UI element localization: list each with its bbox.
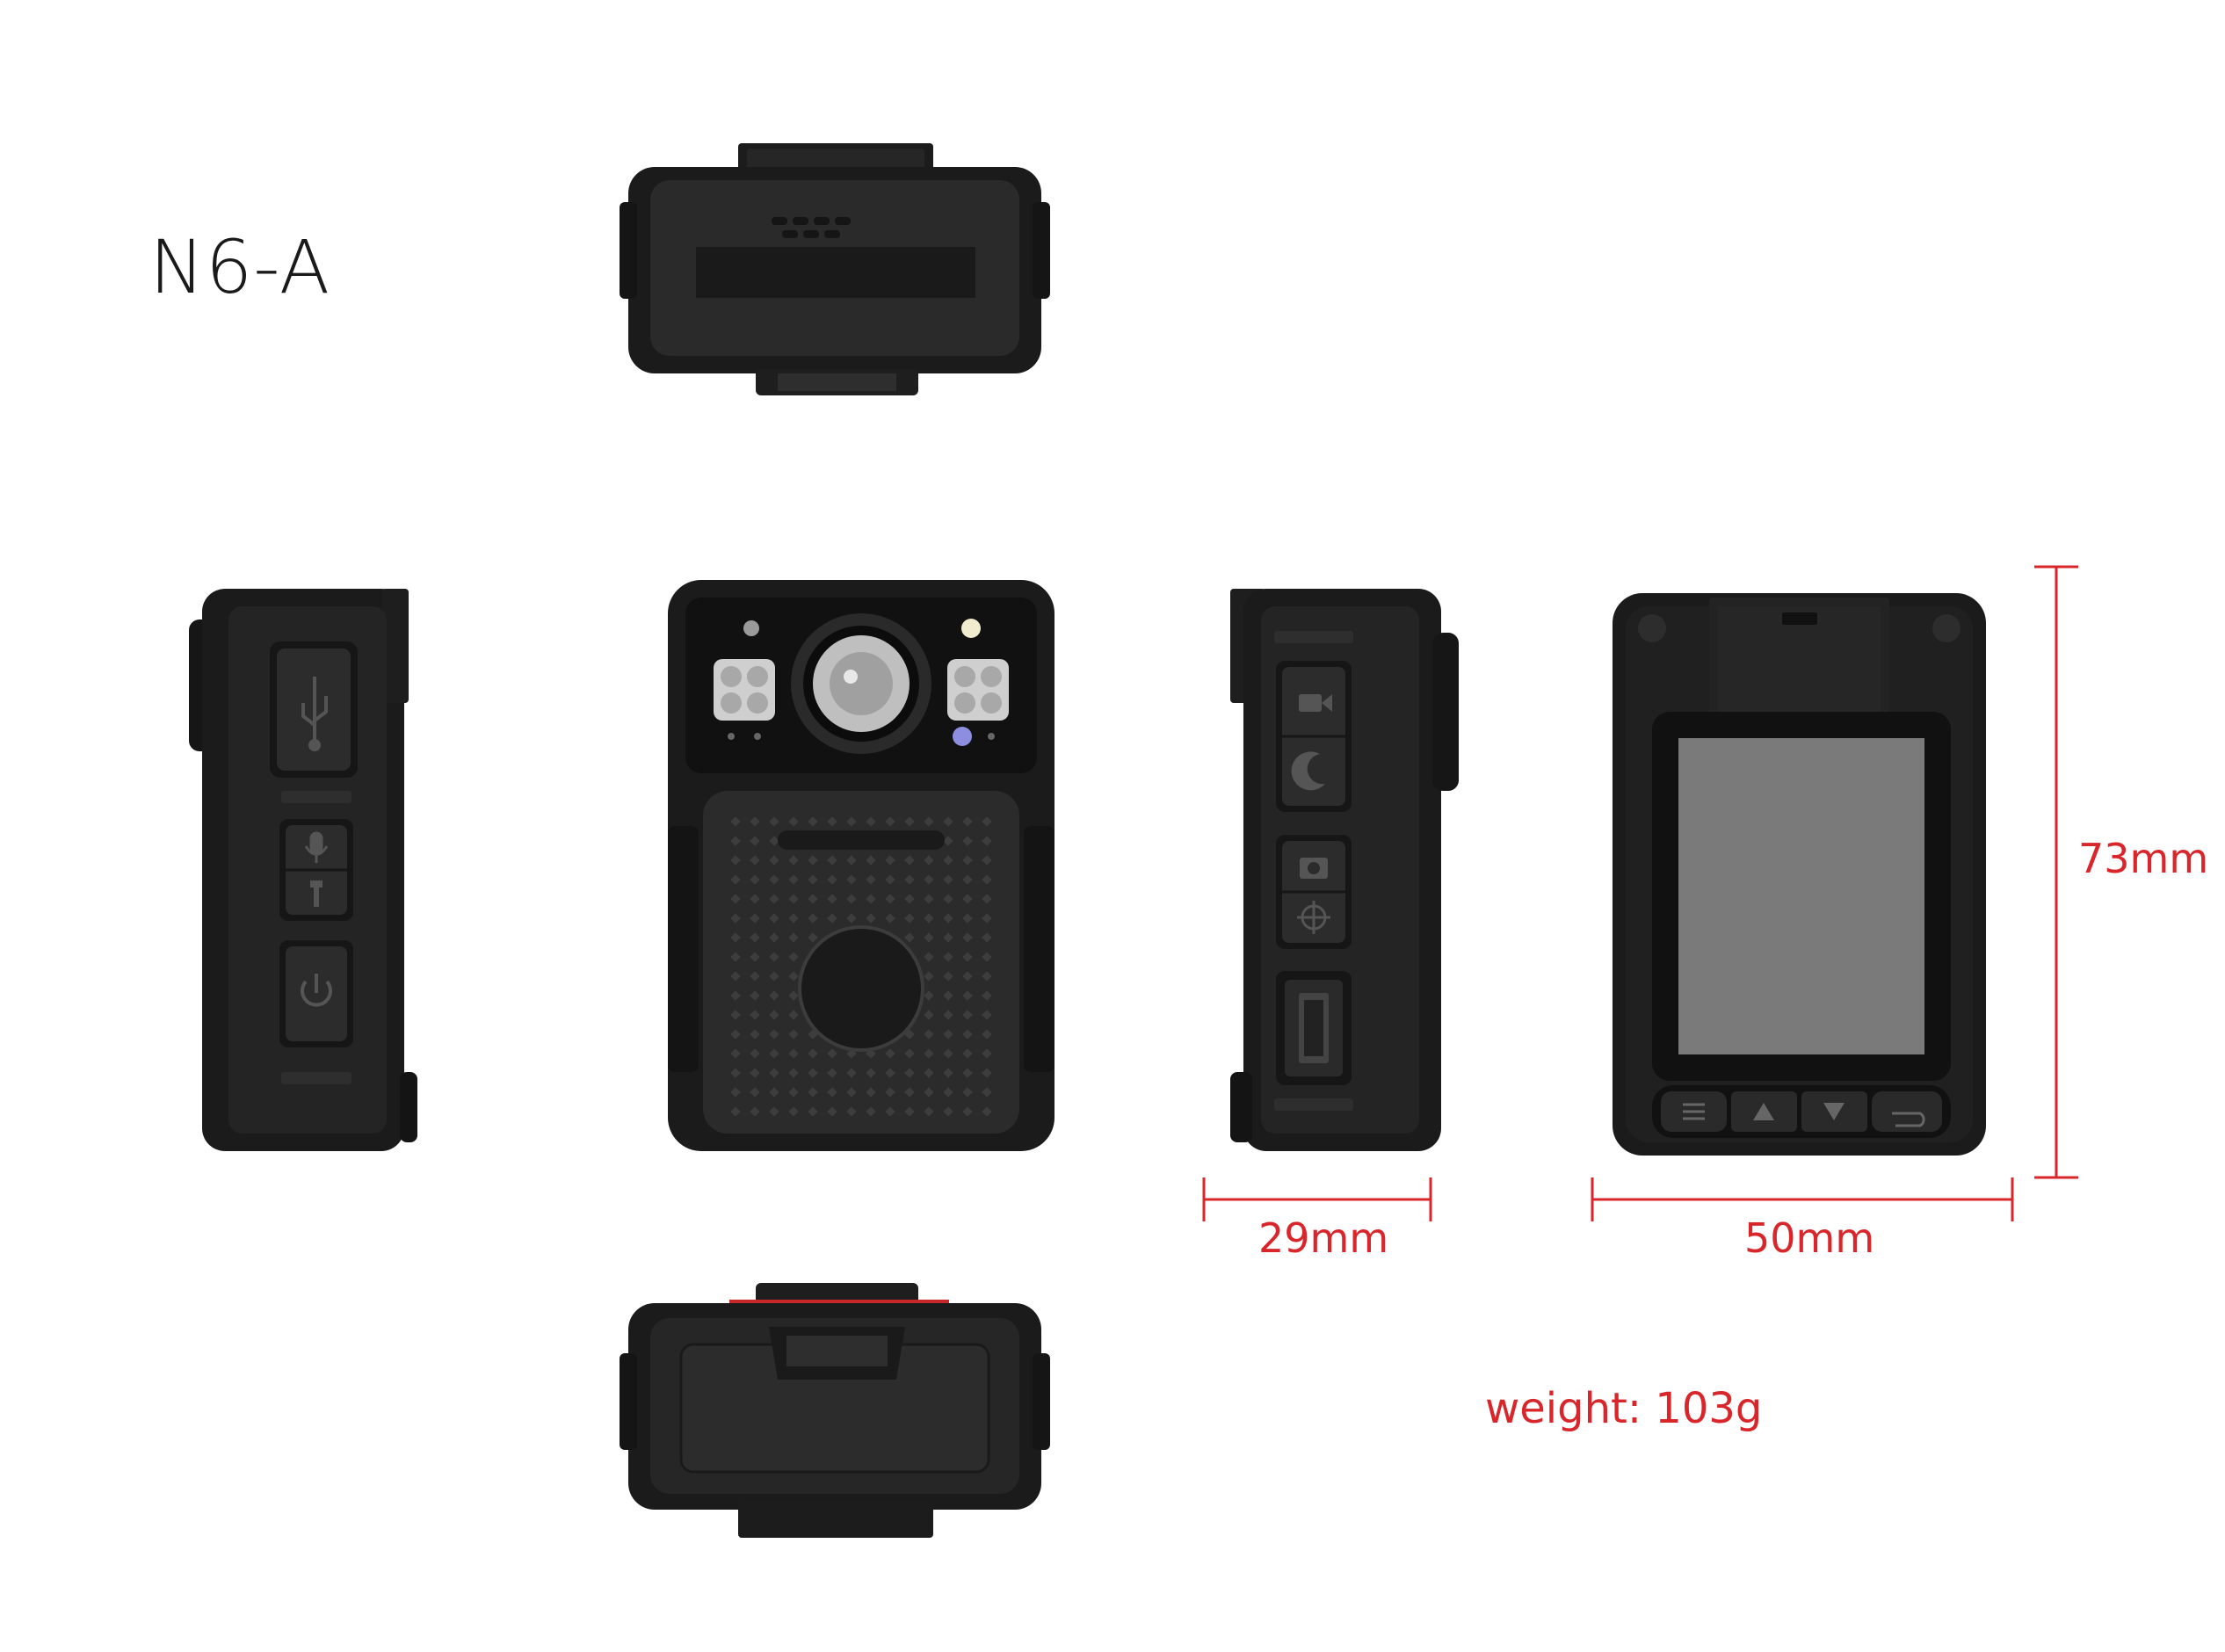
microphone-icon	[304, 831, 329, 863]
bottom-view	[620, 1283, 1050, 1538]
display-screen	[1678, 738, 1924, 1054]
flashlight-icon	[310, 880, 323, 907]
menu-icon	[1683, 1103, 1705, 1120]
back-icon	[1892, 1112, 1925, 1127]
depth-dimension-label: 29mm	[1258, 1214, 1389, 1262]
right-side-view	[1230, 589, 1459, 1151]
width-dimension-label: 50mm	[1744, 1214, 1875, 1262]
video-camera-icon	[1299, 694, 1332, 712]
ir-led-right	[947, 659, 1009, 721]
target-icon	[1297, 901, 1330, 934]
camera-lens	[791, 613, 931, 754]
up-arrow-icon	[1753, 1103, 1774, 1120]
down-arrow-icon	[1823, 1103, 1845, 1120]
model-title: N6-A	[149, 224, 331, 310]
weight-label: weight: 103g	[1485, 1384, 1762, 1433]
weight-value: 103g	[1655, 1384, 1763, 1433]
usb-icon	[301, 677, 328, 751]
front-view	[668, 580, 1055, 1151]
connector-icon	[1299, 993, 1329, 1063]
weight-caption: weight:	[1485, 1384, 1642, 1433]
height-dimension-label: 73mm	[2078, 835, 2209, 882]
back-view	[1613, 593, 1986, 1156]
night-mode-icon	[1291, 751, 1325, 791]
left-side-view	[189, 589, 417, 1151]
top-view	[620, 143, 1050, 395]
photo-camera-icon	[1300, 858, 1328, 879]
power-icon	[301, 974, 332, 1007]
ir-led-left	[714, 659, 775, 721]
